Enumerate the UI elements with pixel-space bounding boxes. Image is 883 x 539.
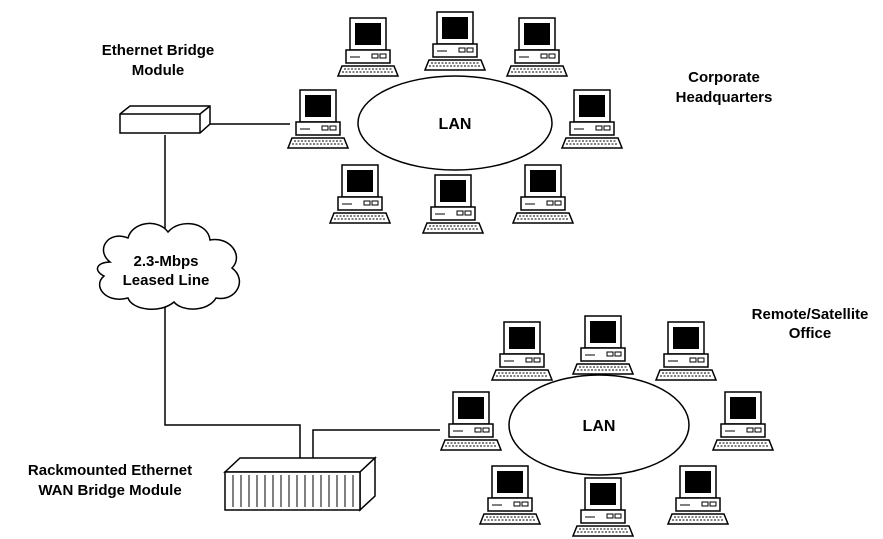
hq-workstation-2 [424,11,486,71]
headquarters-label-2: Headquarters [676,89,773,106]
hq-lan-ellipse [357,75,553,171]
remote-lan-label: LAN [583,418,616,435]
labels: Ethernet Bridge Module Corporate Headqua… [28,42,868,499]
remote-workstation-3 [655,321,717,381]
hq-workstation-4 [287,89,349,149]
link-rack-to-remote [312,429,440,458]
remote-workstation-1 [491,321,553,381]
remote-workstation-2 [572,315,634,375]
rackmount-chassis-icon [223,456,377,512]
hq-workstation-3 [506,17,568,77]
headquarters-label-1: Corporate [688,69,760,86]
remote-workstation-8 [667,465,729,525]
remote-workstation-6 [479,465,541,525]
link-cloud-to-rack [164,305,301,458]
hq-workstation-7 [422,174,484,234]
leased-line-label-2: Leased Line [123,272,210,289]
hq-workstation-1 [337,17,399,77]
remote-workstation-4 [440,391,502,451]
network-bridge-icon [119,105,211,134]
hq-workstation-6 [329,164,391,224]
hq-workstation-8 [512,164,574,224]
hq-lan: LAN [287,11,623,234]
bridge-module-label-1: Ethernet Bridge [102,42,215,59]
leased-line-label-1: 2.3-Mbps [133,253,198,270]
remote-workstation-5 [712,391,774,451]
rackmount-bridge-label-2: WAN Bridge Module [38,482,181,499]
remote-lan-ellipse [508,374,690,476]
hq-lan-label: LAN [439,116,472,133]
remote-office-label-1: Remote/Satellite [752,306,869,323]
leased-line-cloud-icon: 2.3-Mbps Leased Line [96,222,241,310]
rackmount-bridge-label-1: Rackmounted Ethernet [28,462,192,479]
remote-office-label-2: Office [789,325,832,342]
connections [164,123,440,458]
remote-lan: LAN [440,315,774,537]
hq-workstation-5 [561,89,623,149]
remote-workstation-7 [572,477,634,537]
bridge-module-label-2: Module [132,62,185,79]
